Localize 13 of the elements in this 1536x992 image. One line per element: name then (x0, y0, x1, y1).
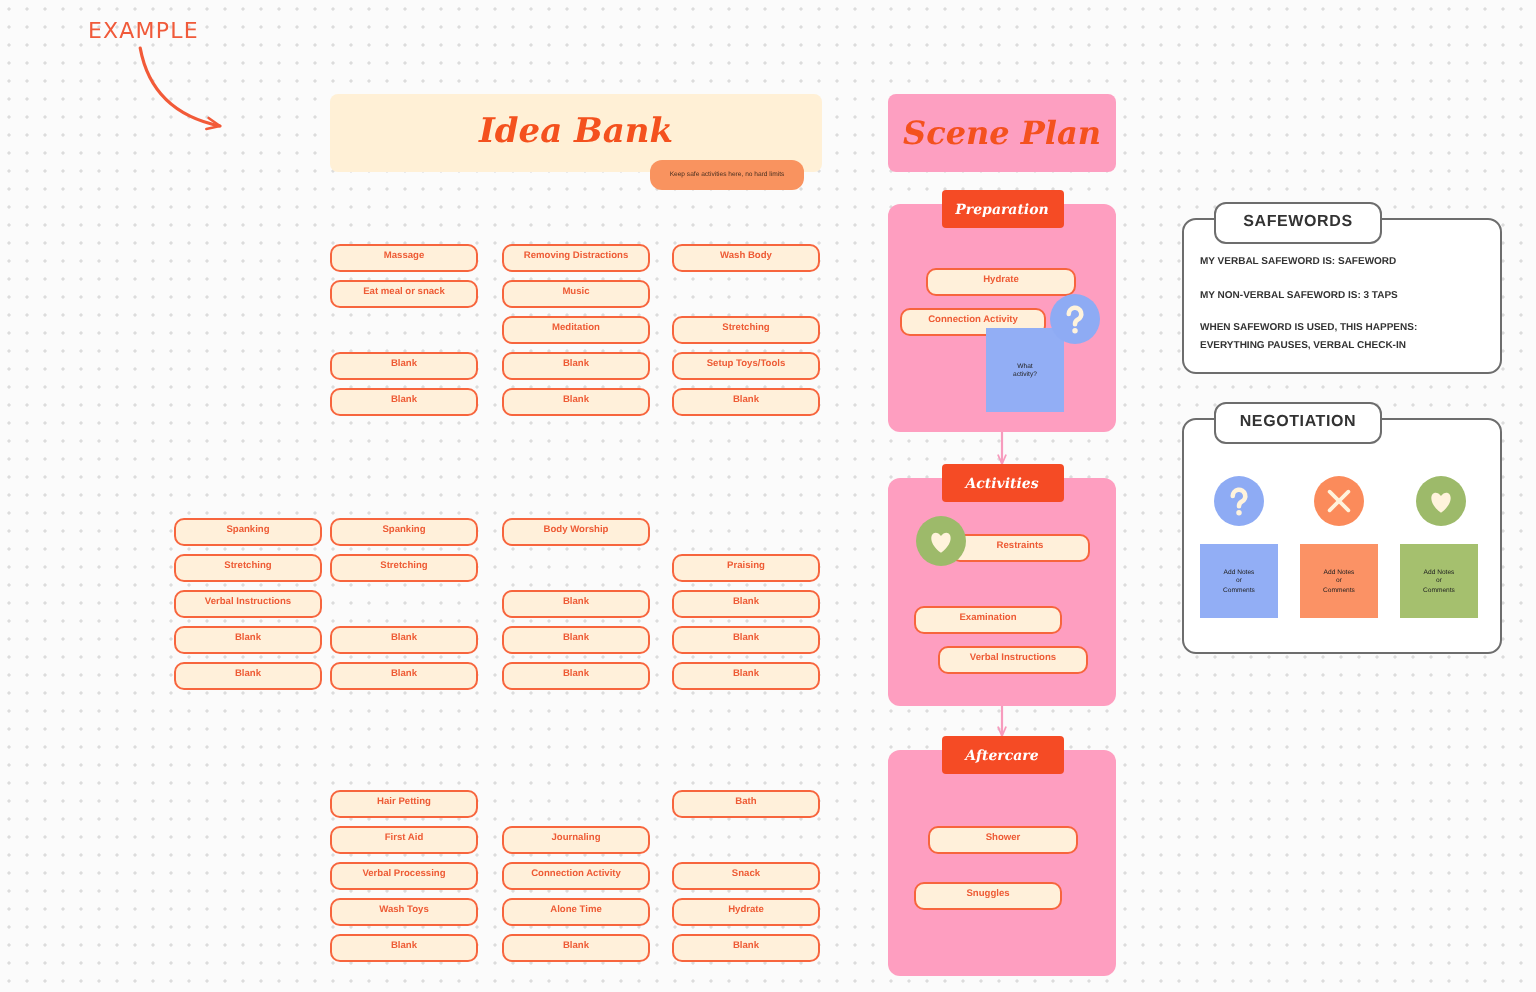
info-card (1182, 202, 1502, 374)
info-card (1182, 402, 1502, 654)
arrow (997, 704, 1007, 738)
annotation-text: EXAMPLE (88, 18, 204, 44)
section-panel (888, 736, 1116, 976)
title-banner: Scene Plan (888, 94, 1116, 172)
card-heading: NEGOTIATION (1214, 402, 1382, 444)
arrow (138, 46, 222, 130)
section-panel (888, 464, 1116, 706)
arrow (997, 430, 1007, 466)
title-banner: Idea Bank (330, 94, 822, 172)
card-heading: SAFEWORDS (1214, 202, 1382, 244)
section-panel (888, 190, 1116, 432)
